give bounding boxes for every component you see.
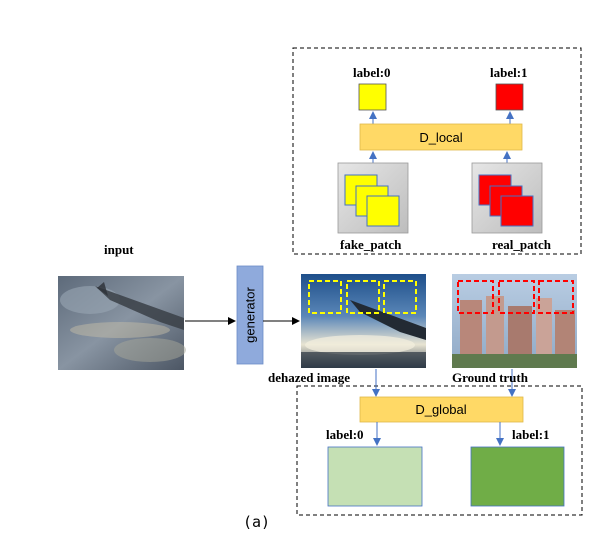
global-label-1-text: label:1 <box>512 427 550 442</box>
local-label-1-text: label:1 <box>490 65 528 80</box>
fake-patch-text: fake_patch <box>340 237 402 252</box>
global-real-label-square <box>470 446 565 507</box>
generator-text: generator <box>243 287 258 343</box>
input-text: input <box>104 242 134 257</box>
fake-patch-stack <box>337 162 409 234</box>
ground-truth-image <box>452 274 577 368</box>
global-discriminator-frame <box>296 385 583 516</box>
real-patch-text: real_patch <box>492 237 551 252</box>
dehazed-image <box>301 274 426 368</box>
real-patch-stack <box>471 162 543 234</box>
generator-box <box>236 265 264 365</box>
local-label-0-text: label:0 <box>353 65 391 80</box>
figure-caption: (a) <box>243 513 271 531</box>
dehazed-image-text: dehazed image <box>268 370 350 385</box>
ground-truth-text: Ground truth <box>452 370 528 385</box>
local-real-label-square <box>495 83 524 111</box>
local-fake-label-square <box>358 83 387 111</box>
input-hazy-image <box>58 276 186 370</box>
global-label-0-text: label:0 <box>326 427 364 442</box>
d-global-box <box>359 396 524 423</box>
d-local-box <box>359 123 523 151</box>
d-local-text: D_local <box>419 130 462 145</box>
global-fake-label-square <box>327 446 423 507</box>
d-global-text: D_global <box>415 402 466 417</box>
local-discriminator-frame <box>292 47 582 255</box>
